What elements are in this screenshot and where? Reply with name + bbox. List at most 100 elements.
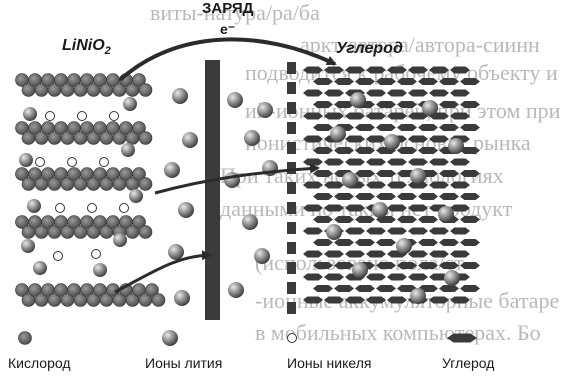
carbon-hexagon xyxy=(418,262,438,269)
separator-dash xyxy=(287,142,296,154)
carbon-hexagon xyxy=(303,182,323,189)
carbon-hexagon xyxy=(303,159,323,166)
oxygen-atom xyxy=(152,294,165,307)
carbon-hexagon xyxy=(439,124,459,131)
carbon-hexagon xyxy=(324,67,344,74)
nickel-ion xyxy=(56,204,65,213)
carbon-hexagon xyxy=(324,274,344,281)
lithium-ion xyxy=(438,206,454,222)
electron-label: e⁻ xyxy=(220,21,235,38)
carbon-hexagon xyxy=(439,285,459,292)
carbon-hexagon xyxy=(408,159,428,166)
separator-dash xyxy=(287,222,296,234)
carbon-hexagon xyxy=(345,67,365,74)
carbon-hexagon xyxy=(334,285,354,292)
lithium-ion xyxy=(330,126,346,142)
carbon-hexagon xyxy=(387,228,407,235)
carbon-hexagon xyxy=(429,251,449,258)
lithium-ion xyxy=(254,248,270,264)
separator-dash xyxy=(287,182,296,194)
carbon-hexagon xyxy=(429,228,449,235)
carbon-hexagon xyxy=(397,262,417,269)
nickel-ion xyxy=(78,112,87,121)
carbon-hexagon xyxy=(450,113,470,120)
charge-label: ЗАРЯД xyxy=(202,0,253,17)
nickel-ion xyxy=(110,112,119,121)
carbon-hexagon xyxy=(376,262,396,269)
carbon-hexagon xyxy=(376,101,396,108)
carbon-hexagon xyxy=(345,159,365,166)
carbon-hexagon xyxy=(345,228,365,235)
carbon-hexagon xyxy=(324,182,344,189)
carbon-hexagon xyxy=(387,297,407,304)
separator-dash xyxy=(287,102,296,114)
carbon-hexagon xyxy=(408,274,428,281)
carbon-hexagon xyxy=(450,90,470,97)
carbon-hexagon xyxy=(345,297,365,304)
separator-dashes xyxy=(287,62,296,314)
carbon-hexagon xyxy=(418,193,438,200)
carbon-hexagon xyxy=(355,78,375,85)
lithium-ion xyxy=(19,153,33,167)
lithium-ion xyxy=(172,88,188,104)
carbon-hexagon xyxy=(439,78,459,85)
carbon-hexagon xyxy=(376,285,396,292)
carbon-hexagon xyxy=(303,113,323,120)
lithium-ion xyxy=(123,97,137,111)
carbon-hexagon xyxy=(334,216,354,223)
separator-dash xyxy=(287,202,296,214)
separator-dash xyxy=(287,82,296,94)
carbon-hexagon xyxy=(324,205,344,212)
electron-flow-arrow xyxy=(120,39,335,80)
separator-dash xyxy=(287,262,296,274)
cathode-electrode xyxy=(205,60,220,320)
carbon-hexagon xyxy=(450,182,470,189)
carbon-hexagon xyxy=(313,262,333,269)
carbon-hexagon xyxy=(408,228,428,235)
carbon-hexagon xyxy=(334,147,354,154)
carbon-hexagon xyxy=(334,262,354,269)
lithium-ion xyxy=(228,282,244,298)
lithium-ion xyxy=(384,134,400,150)
lithium-ion xyxy=(342,172,358,188)
carbon-hexagon xyxy=(460,285,480,292)
separator-dash xyxy=(287,302,296,314)
carbon-hexagon xyxy=(324,251,344,258)
lithium-legend-icon xyxy=(162,330,178,346)
oxygen-atom xyxy=(139,178,152,191)
carbon-hexagon xyxy=(355,193,375,200)
lithium-ion xyxy=(227,92,243,108)
carbon-hexagon xyxy=(355,124,375,131)
carbon-hexagon xyxy=(313,170,333,177)
carbon-hexagon xyxy=(355,285,375,292)
carbon-hexagon xyxy=(313,101,333,108)
lithium-ion xyxy=(444,270,460,286)
carbon-hexagon xyxy=(366,297,386,304)
carbon-hexagon xyxy=(460,170,480,177)
carbon-hexagon xyxy=(324,90,344,97)
nickel-ion xyxy=(54,252,63,261)
carbon-hexagon xyxy=(397,216,417,223)
legend-icons xyxy=(19,330,478,346)
carbon-hexagon xyxy=(387,274,407,281)
carbon-hexagon xyxy=(460,262,480,269)
carbon-hexagon xyxy=(418,147,438,154)
lithium-ion xyxy=(244,130,260,146)
lithium-ion xyxy=(326,224,342,240)
carbon-hexagon xyxy=(366,228,386,235)
lithium-ion xyxy=(410,288,426,304)
carbon-hexagon xyxy=(408,90,428,97)
carbon-hexagon xyxy=(324,113,344,120)
carbon-hexagon xyxy=(313,147,333,154)
carbon-hexagon xyxy=(439,239,459,246)
carbon-hexagon xyxy=(450,159,470,166)
carbon-hexagon xyxy=(313,239,333,246)
carbon-hexagon xyxy=(460,101,480,108)
carbon-hexagon xyxy=(387,182,407,189)
carbon-hexagon xyxy=(303,251,323,258)
carbon-hexagon xyxy=(387,205,407,212)
cathode-lattice xyxy=(16,74,166,307)
carbon-hexagon xyxy=(376,78,396,85)
carbon-hexagon xyxy=(418,239,438,246)
nickel-ion xyxy=(100,158,109,167)
